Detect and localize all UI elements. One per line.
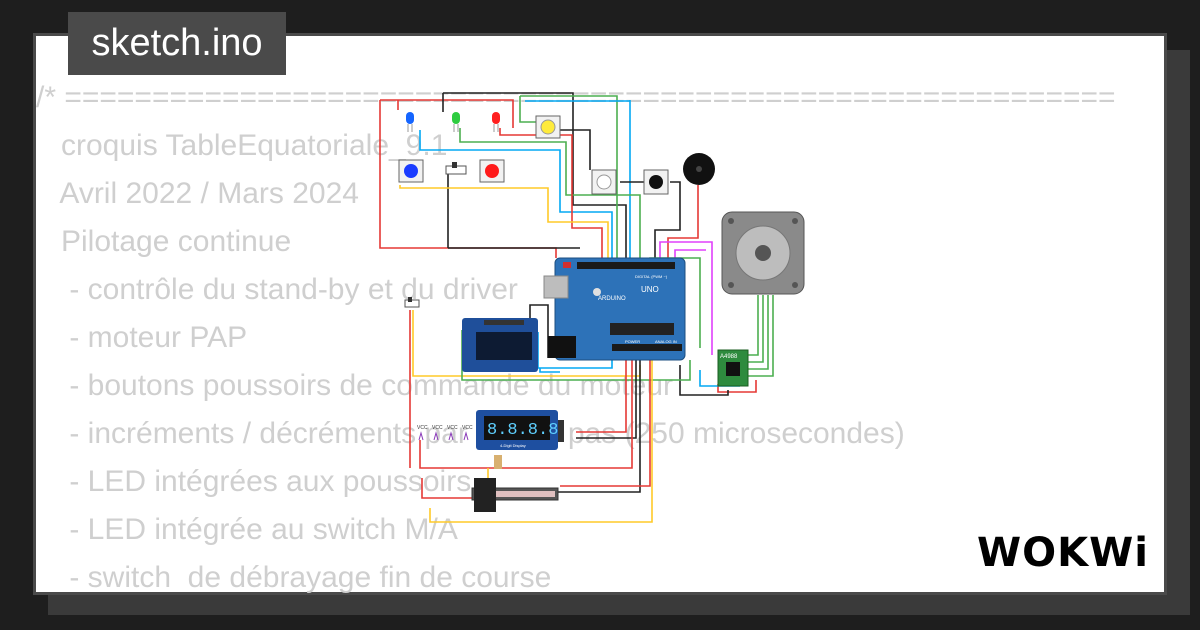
wire xyxy=(529,304,549,358)
code-line: - LED intégrée au switch M/A xyxy=(36,513,458,546)
wire xyxy=(459,128,641,262)
vcc-label: VCC xyxy=(462,425,473,431)
led-green xyxy=(452,112,460,132)
arduino-power-label: POWER xyxy=(625,339,640,344)
wire xyxy=(717,380,757,393)
code-line: Pilotage continue xyxy=(36,225,292,258)
code-preview: /* =====================================… xyxy=(36,74,1116,602)
file-name-tab: sketch.ino xyxy=(68,12,286,75)
wire xyxy=(576,360,627,433)
vcc-labels: VCC VCC VCC VCC xyxy=(417,425,473,441)
code-line: - boutons poussoirs de commande du moteu… xyxy=(36,369,674,402)
led-blue xyxy=(406,112,414,132)
buzzer xyxy=(683,153,715,185)
seven-segment-display: 8.8.8.8 4-Digit Display xyxy=(476,410,564,450)
arduino-digital-label: DIGITAL (PWM ~) xyxy=(635,274,668,279)
wire xyxy=(560,360,651,487)
code-line: croquis TableEquatoriale_9.1 xyxy=(36,129,448,162)
wire xyxy=(421,478,472,499)
wire xyxy=(576,360,637,439)
wire xyxy=(539,368,560,373)
wire xyxy=(560,129,591,170)
slide-switch-left xyxy=(404,297,420,308)
code-line: - moteur PAP xyxy=(36,321,248,354)
wokwi-logo: WOKWi xyxy=(977,530,1149,576)
arduino-analog-label: ANALOG IN xyxy=(655,339,677,344)
wire xyxy=(519,96,540,123)
wire xyxy=(380,99,514,128)
driver-label: A4988 xyxy=(720,354,738,360)
code-line: - LED intégrées aux poussoirs xyxy=(36,465,472,498)
arduino-brand: ARDUINO xyxy=(598,296,626,302)
display-digits: 8.8.8.8 xyxy=(487,421,558,440)
pushbutton-yellow xyxy=(535,115,561,139)
wire xyxy=(399,185,609,262)
a4988-driver: A4988 xyxy=(717,349,749,387)
arduino-model: UNO xyxy=(641,285,659,294)
oled-display xyxy=(462,318,538,372)
wire xyxy=(419,130,613,262)
code-line: /* =====================================… xyxy=(36,81,1116,114)
wire xyxy=(748,295,764,363)
vcc-label: VCC xyxy=(417,425,428,431)
stepper-motor xyxy=(721,211,805,295)
pushbutton-blue xyxy=(398,159,424,183)
slide-switch-top xyxy=(445,162,467,175)
wire xyxy=(654,181,681,262)
resistor xyxy=(494,455,502,469)
display-label: 4-Digit Display xyxy=(500,443,526,448)
pushbutton-black xyxy=(643,169,669,195)
arduino-uno: ARDUINO UNO DIGITAL (PWM ~) POWER ANALOG… xyxy=(543,257,686,361)
code-line: - switch de débrayage fin de course xyxy=(36,561,552,594)
wire xyxy=(667,185,699,262)
slide-potentiometer xyxy=(471,478,559,512)
wokwi-logo-text: WOKWi xyxy=(977,530,1149,576)
wire xyxy=(659,241,713,262)
code-line: Avril 2022 / Mars 2024 xyxy=(36,177,359,210)
wire xyxy=(419,360,633,469)
wire xyxy=(443,92,627,262)
wire xyxy=(499,128,603,262)
vcc-label: VCC xyxy=(432,425,443,431)
wire xyxy=(429,360,653,523)
vcc-label: VCC xyxy=(447,425,458,431)
pushbutton-white xyxy=(591,169,617,195)
wire xyxy=(520,95,618,262)
wire xyxy=(748,295,774,377)
wire xyxy=(555,360,641,493)
wire xyxy=(748,295,769,370)
wire xyxy=(748,295,759,356)
pushbutton-red xyxy=(479,159,505,183)
led-red xyxy=(492,112,500,132)
